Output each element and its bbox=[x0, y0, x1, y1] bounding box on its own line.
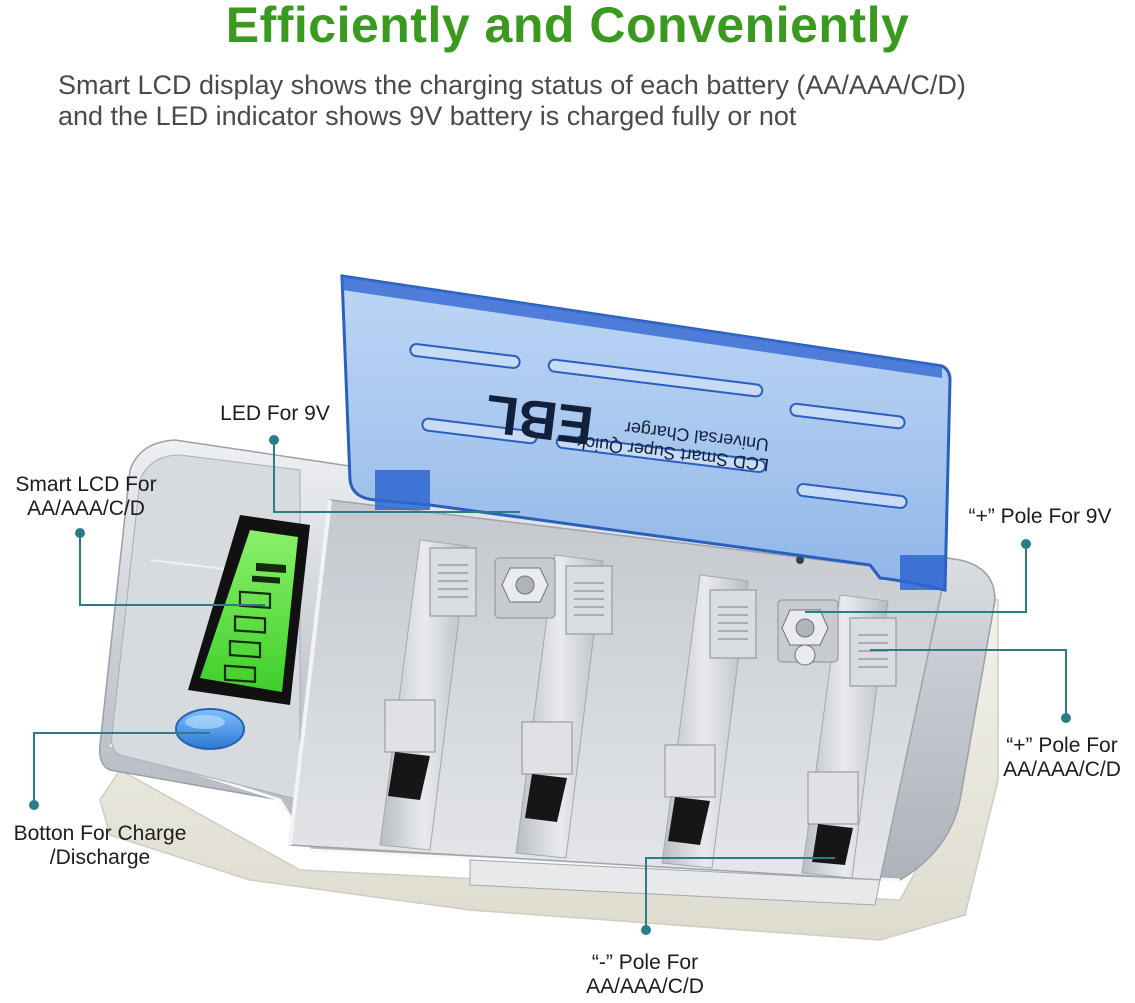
page-subtitle: Smart LCD display shows the charging sta… bbox=[58, 70, 1118, 132]
callout-minus-aa: “-” Pole For AA/AAA/C/D bbox=[565, 951, 725, 999]
callout-plus-9v: “+” Pole For 9V bbox=[950, 505, 1130, 529]
callout-smart-lcd-line1: Smart LCD For bbox=[15, 473, 157, 496]
smart-lcd-display bbox=[188, 515, 310, 705]
page-title: Efficiently and Conveniently bbox=[225, 0, 910, 53]
callout-led-9v-text: LED For 9V bbox=[220, 402, 330, 425]
callout-led-9v: LED For 9V bbox=[170, 402, 380, 426]
callout-plus-9v-text: “+” Pole For 9V bbox=[968, 505, 1112, 528]
charge-discharge-button[interactable] bbox=[175, 708, 245, 750]
minus-pole-sliders bbox=[384, 699, 859, 865]
callout-leaders bbox=[33, 440, 1067, 930]
subtitle-line-2: and the LED indicator shows 9V battery i… bbox=[58, 101, 797, 131]
callout-button: Botton For Charge /Discharge bbox=[0, 822, 200, 870]
plus-pole-contacts bbox=[429, 547, 897, 687]
nine-volt-contacts bbox=[494, 557, 839, 666]
callout-plus-aa-line2: AA/AAA/C/D bbox=[1003, 758, 1121, 781]
callout-plus-aa-line1: “+” Pole For bbox=[1006, 734, 1118, 757]
callout-button-line2: /Discharge bbox=[49, 846, 151, 869]
callout-smart-lcd-line2: AA/AAA/C/D bbox=[27, 497, 145, 520]
callout-button-line1: Botton For Charge bbox=[13, 822, 187, 845]
callout-smart-lcd: Smart LCD For AA/AAA/C/D bbox=[0, 473, 172, 521]
charger-base bbox=[99, 589, 999, 941]
subtitle-line-1: Smart LCD display shows the charging sta… bbox=[58, 70, 966, 100]
lid-brand-logo: EBL bbox=[482, 383, 597, 456]
callout-plus-aa: “+” Pole For AA/AAA/C/D bbox=[992, 734, 1132, 782]
callout-minus-aa-line1: “-” Pole For bbox=[591, 951, 699, 974]
callout-minus-aa-line2: AA/AAA/C/D bbox=[586, 975, 704, 998]
callout-dots bbox=[29, 435, 1071, 935]
